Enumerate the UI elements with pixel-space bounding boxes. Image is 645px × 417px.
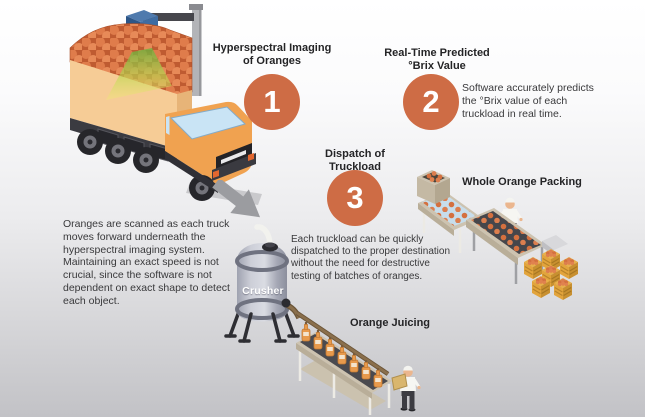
step3-number-badge: 3	[327, 170, 383, 226]
infeed-hopper	[417, 170, 450, 204]
whole-orange-packing-label: Whole Orange Packing	[462, 176, 582, 188]
truck-cab	[165, 101, 252, 185]
truck-bumper	[165, 151, 256, 193]
orange-crates-icon	[523, 248, 579, 301]
sorting-belt	[466, 208, 568, 284]
step2-title: Real-Time Predicted °Brix Value	[384, 47, 490, 72]
crusher-label: Crusher	[242, 285, 284, 297]
clipboard	[391, 373, 408, 391]
scanner-beam	[106, 48, 172, 100]
step3-title: Dispatch of Truckload	[325, 148, 385, 173]
crusher-tank-icon	[224, 224, 302, 343]
scanning-caption: Oranges are scanned as each truck moves …	[63, 218, 230, 307]
step1-title: Hyperspectral Imaging of Oranges	[212, 42, 332, 67]
orange-truck-with-hyperspectral-scanner-icon	[69, 4, 262, 205]
truck-wheel	[133, 147, 159, 173]
step1-number-badge: 1	[244, 74, 300, 130]
step1-number: 1	[263, 84, 281, 119]
juicing-bottling-line-icon	[295, 311, 423, 415]
orange-juicing-label: Orange Juicing	[349, 317, 431, 329]
truck-wheel	[105, 138, 131, 164]
packing-conveyor-icon	[417, 170, 579, 301]
flow-arrow-icon	[212, 180, 261, 218]
step2-description: Software accurately predicts the °Brix v…	[462, 82, 594, 120]
step2-number-badge: 2	[403, 74, 459, 130]
tank-outlet	[281, 298, 291, 308]
cargo-box-front	[70, 60, 177, 149]
filler-pipe	[296, 311, 389, 376]
tank-legs-front	[238, 312, 287, 343]
step3-number: 3	[346, 180, 364, 215]
step2-number: 2	[422, 84, 440, 119]
scanner-gantry-icon	[140, 4, 203, 96]
truck-wheel	[77, 129, 103, 155]
step3-description: Each truckload can be quickly dispatched…	[291, 234, 450, 282]
